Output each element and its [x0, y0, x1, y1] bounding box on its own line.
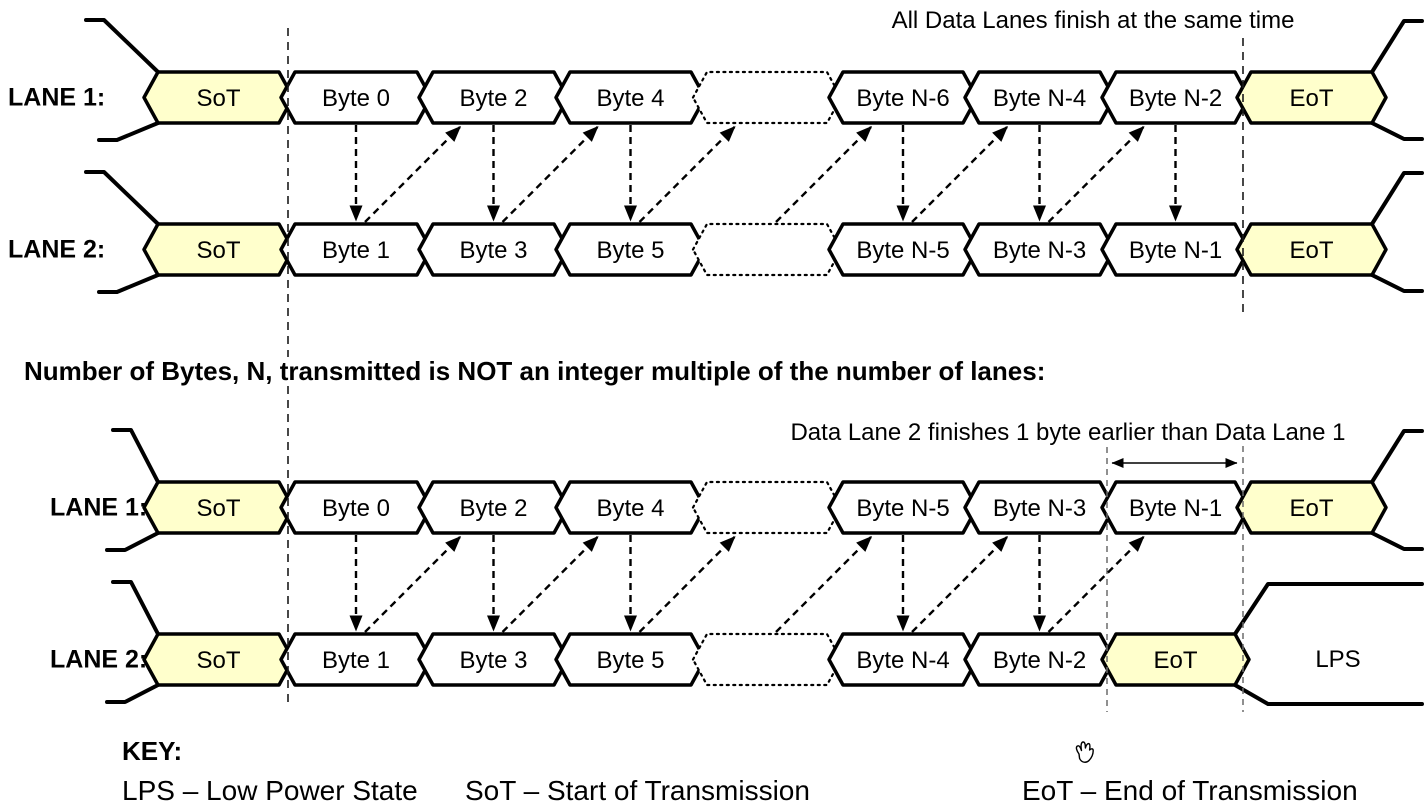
lane-end-break-line: [1370, 19, 1424, 74]
block-label: Byte 1: [322, 647, 390, 674]
block-label: Byte N-1: [1129, 237, 1222, 264]
lane-label: LANE 1:: [50, 494, 147, 522]
byte-order-arrow-diagonal: [775, 535, 873, 633]
block-label: Byte 5: [596, 647, 664, 674]
byte-order-arrow-diagonal: [364, 125, 462, 223]
block-label: Byte 5: [596, 237, 664, 264]
lane-end-break-line: [1370, 121, 1424, 141]
hand-cursor-path: [1075, 741, 1094, 763]
byte-order-arrow-diagonal: [1047, 535, 1145, 633]
diagram-annotation: Data Lane 2 finishes 1 byte earlier than…: [790, 419, 1345, 446]
block-label: Byte N-3: [993, 237, 1086, 264]
block-label: EoT: [1289, 85, 1333, 112]
block-label: Byte N-1: [1129, 495, 1222, 522]
diagram-annotation: All Data Lanes finish at the same time: [892, 7, 1295, 34]
lane-end-break-line: [1370, 273, 1424, 293]
block-label: Byte N-6: [856, 85, 949, 112]
block-label: Byte N-5: [856, 495, 949, 522]
block-label: Byte 2: [459, 85, 527, 112]
byte-order-arrow-diagonal: [1047, 125, 1145, 223]
byte-order-arrow-diagonal: [501, 535, 599, 633]
byte-order-arrow-diagonal: [911, 125, 1009, 223]
key-entry: SoT – Start of Transmission: [465, 775, 810, 806]
lane-end-break-line: [1370, 429, 1424, 484]
block-label: Byte 1: [322, 237, 390, 264]
gap-block: [691, 480, 843, 535]
block-label: Byte 3: [459, 237, 527, 264]
byte-order-arrow-diagonal: [911, 535, 1009, 633]
hand-cursor-icon: [1075, 741, 1094, 763]
block-label: Byte N-2: [1129, 85, 1222, 112]
section-heading: Number of Bytes, N, transmitted is NOT a…: [24, 356, 1045, 386]
lane-start-break-line: [111, 580, 160, 636]
lane-start-break-line: [97, 121, 160, 142]
block-label: SoT: [196, 85, 240, 112]
key-entry: EoT – End of Transmission: [1022, 775, 1358, 806]
block-eot: [1235, 480, 1388, 535]
lane-end-break-line: [1370, 531, 1424, 551]
lps-label: LPS: [1315, 646, 1360, 673]
block-label: EoT: [1289, 495, 1333, 522]
block-label: Byte 2: [459, 495, 527, 522]
block-label: Byte 3: [459, 647, 527, 674]
byte-order-arrow-diagonal: [364, 535, 462, 633]
block-label: Byte 0: [322, 495, 390, 522]
block-label: Byte N-5: [856, 237, 949, 264]
block-label: SoT: [196, 495, 240, 522]
block-label: Byte 4: [596, 85, 664, 112]
byte-order-arrow-diagonal: [638, 125, 736, 223]
block-label: Byte 4: [596, 495, 664, 522]
lane-start-break-line: [105, 683, 160, 704]
lane-start-break-line: [84, 18, 160, 74]
block-label: EoT: [1153, 647, 1197, 674]
block-label: Byte N-2: [993, 647, 1086, 674]
block-label: SoT: [196, 237, 240, 264]
block-eot: [1100, 632, 1251, 687]
lane-label: LANE 1:: [8, 84, 105, 112]
block-label: EoT: [1289, 237, 1333, 264]
lane-start-break-line: [111, 428, 160, 484]
gap-block: [691, 632, 843, 687]
lane-start-break-line: [105, 531, 160, 552]
block-label: Byte N-4: [856, 647, 949, 674]
lane-start-break-line: [84, 170, 160, 226]
gap-block: [691, 222, 843, 277]
lane-end-break-line: [1370, 171, 1424, 226]
lane-label: LANE 2:: [8, 236, 105, 264]
byte-order-arrow-diagonal: [638, 535, 736, 633]
gap-block: [691, 70, 843, 125]
block-eot: [1235, 222, 1388, 277]
byte-order-arrow-diagonal: [775, 125, 873, 223]
key-entry: LPS – Low Power State: [122, 775, 418, 806]
lane-start-break-line: [97, 273, 160, 294]
block-label: Byte 0: [322, 85, 390, 112]
block-eot: [1235, 70, 1388, 125]
lps-rail-bottom: [1233, 683, 1424, 706]
lps-rail-top: [1233, 582, 1424, 636]
block-label: Byte N-4: [993, 85, 1086, 112]
key-title: KEY:: [122, 736, 182, 766]
lane-label: LANE 2:: [50, 646, 147, 674]
byte-order-arrow-diagonal: [501, 125, 599, 223]
block-label: Byte N-3: [993, 495, 1086, 522]
block-label: SoT: [196, 647, 240, 674]
